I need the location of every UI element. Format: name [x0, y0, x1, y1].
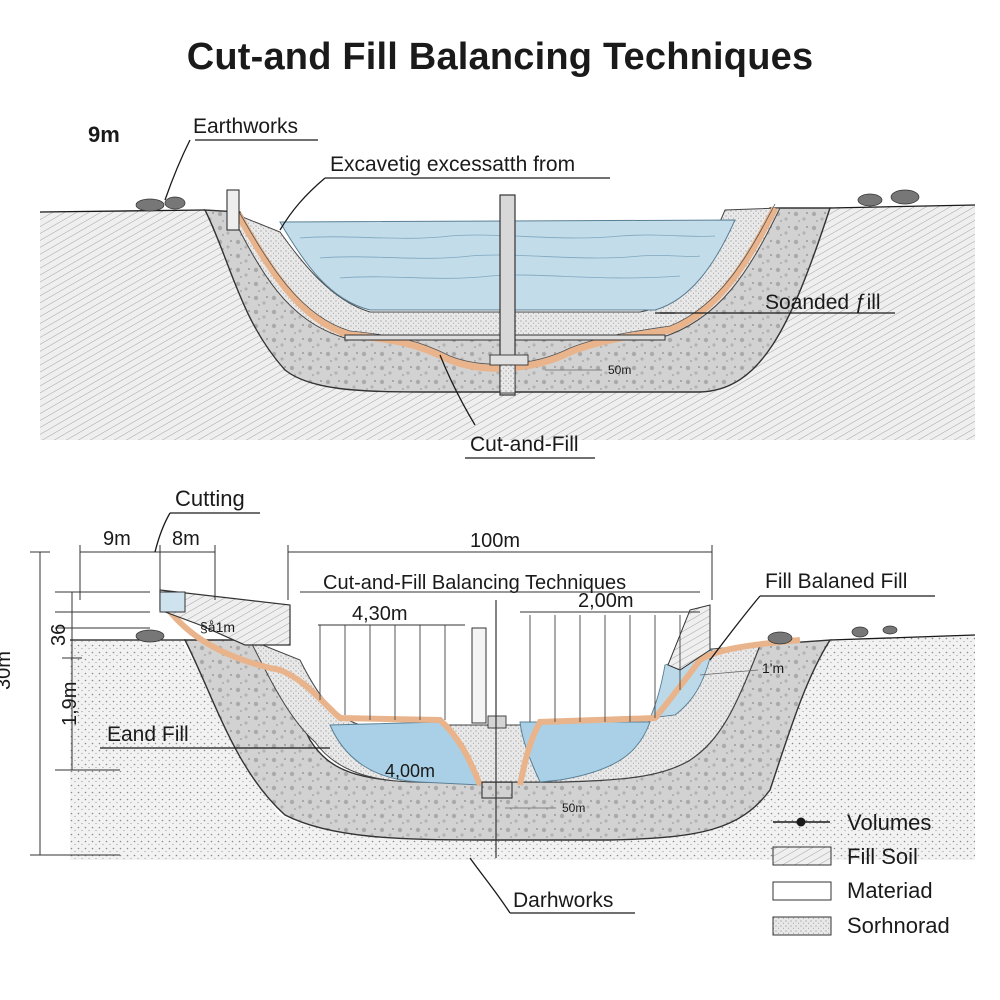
label-sanded-fill: Soanded ƒill [765, 291, 881, 314]
legend-label-sorhnorad: Sorhnorad [847, 913, 950, 938]
label-eand-fill: Eand Fill [107, 723, 189, 746]
legend-item-fill-soil: Fill Soil [772, 844, 918, 869]
bottom-shrubs [135, 625, 898, 645]
dim-9m: 9m [103, 528, 131, 550]
small-label-left: §å1m [200, 619, 235, 635]
dim-100m: 100m [470, 530, 520, 552]
legend-item-sorhnorad: Sorhnorad [772, 913, 950, 938]
legend-item-material: Materiad [772, 878, 933, 903]
bottom-water-right [519, 721, 651, 783]
bottom-fill-band-left [162, 603, 483, 787]
legend-label-fill-soil: Fill Soil [847, 844, 918, 869]
inner-title: Cut-and-Fill Balancing Techniques [323, 572, 626, 594]
label-cut-and-fill: Cut-and-Fill [470, 433, 579, 456]
label-darthworks: Darhworks [513, 889, 613, 912]
bottom-measurement-grid [319, 615, 681, 722]
dim-19m: 1,9m [59, 682, 81, 726]
bottom-right-block [667, 604, 711, 671]
label-excavating: Excavetig excessatth from [330, 153, 575, 176]
top-ground-mass [40, 205, 975, 440]
top-depth-label: 50m [608, 363, 631, 377]
bottom-center-post [471, 627, 487, 724]
top-cross-section: 9m Earthworks Excavetig excessatth from … [39, 115, 976, 459]
legend-label-volumes: Volumes [847, 810, 931, 835]
bottom-trough [183, 639, 832, 841]
dim-8m: 8m [172, 528, 200, 550]
dim-200m: 2,00m [578, 590, 634, 612]
label-cutting: Cutting [175, 486, 245, 511]
dim-430m: 4,30m [352, 603, 408, 625]
bottom-depth-label: 50m [562, 801, 585, 815]
bottom-cross-section: Cutting 9m 8m 100m Cut-and-Fill Balancin… [0, 486, 976, 914]
dim-36: 36 [48, 624, 70, 646]
top-shrubs [135, 189, 920, 212]
legend-item-volumes: Volumes [773, 810, 931, 835]
top-corner-dimension: 9m [88, 122, 120, 147]
label-earthworks: Earthworks [193, 115, 298, 138]
top-center-post [499, 194, 516, 396]
legend: Volumes Fill Soil Materiad Sorhnorad [772, 810, 950, 938]
dim-400m: 4,00m [385, 761, 435, 781]
bottom-ground-mass [70, 635, 975, 860]
dim-30m: 30m [0, 651, 15, 690]
top-left-peg [226, 189, 240, 231]
bottom-dimension-lines [30, 545, 713, 856]
label-fill-balanced: Fill Balaned Fill [765, 570, 907, 593]
page-title: Cut-and Fill Balancing Techniques [186, 36, 814, 78]
legend-label-material: Materiad [847, 878, 933, 903]
small-label-right: 1'm [762, 660, 784, 676]
